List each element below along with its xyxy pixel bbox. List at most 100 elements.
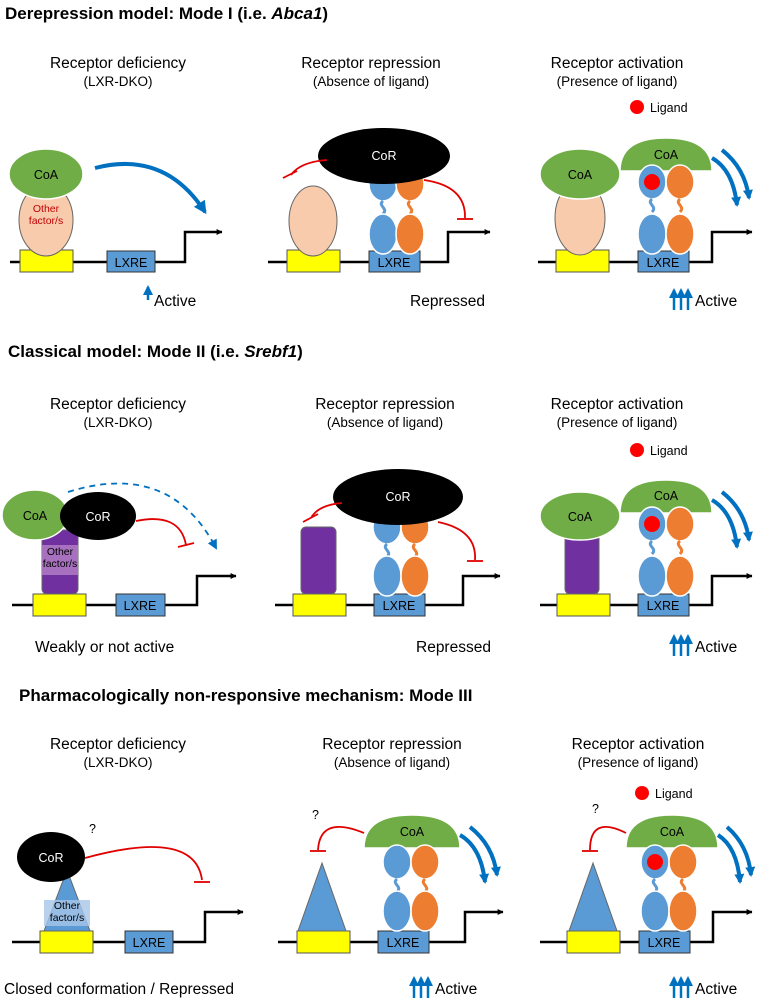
- panel-status: Repressed: [410, 293, 485, 310]
- repression-line: [423, 179, 466, 219]
- promoter-box: [292, 593, 347, 617]
- question-mark: ?: [312, 808, 319, 822]
- cor-label: CoR: [38, 851, 63, 865]
- other-factor-label-wrap: Other factor/s: [50, 900, 84, 924]
- activation-arrow: [94, 162, 207, 215]
- cor-corepressor: [60, 492, 136, 540]
- coa-label: CoA: [654, 489, 679, 503]
- lxre-label: LXRE: [124, 599, 157, 613]
- other-factor: [568, 861, 618, 932]
- rxr-receptor: [410, 844, 440, 932]
- panel-status: Active: [695, 293, 737, 310]
- activation-arrow: [720, 148, 753, 200]
- panel-subheading: (Absence of ligand): [327, 415, 443, 430]
- panel-heading: Receptor deficiency: [50, 396, 186, 413]
- ligand-legend-label: Ligand: [650, 101, 688, 115]
- cor-corepressor: [318, 128, 450, 184]
- panel-heading: Receptor repression: [322, 736, 462, 753]
- coa-coactivator: [539, 491, 621, 541]
- cor-corepressor: [333, 469, 463, 525]
- panel-subheading: (Absence of ligand): [313, 74, 429, 89]
- panel-1-deficiency: Receptor deficiency (LXR-DKO) LXRE CoA O…: [8, 55, 223, 310]
- other-factor: [288, 185, 338, 257]
- panel-status: Active: [435, 981, 477, 998]
- dna-line: [10, 229, 223, 264]
- bound-ligand: [644, 516, 660, 532]
- dna-line: [275, 573, 501, 607]
- lxre-label: LXRE: [378, 256, 411, 270]
- triple-up-arrow-icon: [409, 976, 433, 998]
- other-factor-highlight: [42, 545, 78, 575]
- panel-2-repression: Receptor repression (Absence of ligand) …: [275, 396, 501, 656]
- activation-arrow: [468, 825, 501, 877]
- panel-3-deficiency: Receptor deficiency (LXR-DKO) ? LXRE Oth…: [4, 736, 244, 998]
- dna-line: [268, 229, 491, 264]
- repression-line: [135, 518, 187, 546]
- coa-coactivator: [363, 814, 461, 849]
- cor-label: CoR: [85, 510, 110, 524]
- activation-arrow: [720, 490, 753, 542]
- dna-line: [12, 573, 237, 607]
- promoter-box: [556, 593, 611, 617]
- promoter-box: [566, 930, 621, 954]
- lxre-box: [373, 593, 426, 617]
- promoter-box: [32, 593, 87, 617]
- coa-label: CoA: [568, 168, 593, 182]
- panel-status: Repressed: [416, 639, 491, 656]
- panel-subheading: (LXR-DKO): [83, 74, 152, 89]
- lxre-label: LXRE: [115, 256, 148, 270]
- panel-1-repression: Receptor repression (Absence of ligand) …: [268, 55, 491, 310]
- dna-line: [540, 573, 753, 607]
- triple-up-arrow-icon: [669, 976, 693, 998]
- other-factor: [300, 526, 337, 595]
- panel-status: Closed conformation / Repressed: [4, 981, 234, 998]
- activation-arrow: [716, 833, 745, 884]
- panel-2-deficiency: Receptor deficiency (LXR-DKO) LXRE Other…: [1, 396, 237, 656]
- lxre-box: [637, 593, 690, 617]
- other-factor-label-wrap: Other factor/s: [43, 546, 77, 570]
- panel-3-activation: Receptor activation (Presence of ligand)…: [540, 736, 756, 998]
- promoter-box: [296, 930, 351, 954]
- repression-line: [317, 825, 365, 851]
- repression-bar: [302, 513, 319, 523]
- coa-label: CoA: [660, 825, 685, 839]
- ligand-legend-label: Ligand: [650, 444, 688, 458]
- other-factor-label: Other factor/s: [28, 203, 64, 227]
- repression-line: [84, 846, 203, 881]
- lxr-receptor: [640, 844, 670, 932]
- panel-heading: Receptor activation: [551, 55, 684, 72]
- coa-coactivator: [539, 148, 621, 200]
- panel-subheading: (Presence of ligand): [557, 415, 678, 430]
- panel-heading: Receptor activation: [572, 736, 705, 753]
- panel-heading: Receptor deficiency: [50, 55, 186, 72]
- coa-coactivator: [625, 814, 719, 849]
- lxre-label: LXRE: [647, 599, 680, 613]
- cor-label: CoR: [371, 149, 396, 163]
- triple-up-arrow-icon: [669, 288, 693, 310]
- lxre-box: [115, 593, 166, 617]
- coa-label: CoA: [654, 148, 679, 162]
- ligand-legend-dot: [630, 443, 644, 457]
- lxre-box: [368, 250, 421, 273]
- dna-line: [278, 909, 504, 944]
- panel-heading: Receptor repression: [315, 396, 455, 413]
- other-factor: [297, 861, 347, 932]
- coa-label: CoA: [400, 825, 425, 839]
- lxre-label: LXRE: [648, 936, 681, 950]
- repression-line: [437, 521, 476, 561]
- cor-corepressor: [17, 832, 85, 882]
- rxr-receptor: [665, 164, 695, 255]
- ligand-legend-dot: [630, 100, 644, 114]
- ligand-legend-label: Ligand: [655, 787, 693, 801]
- panel-status: Weakly or not active: [35, 639, 174, 656]
- panel-subheading: (LXR-DKO): [83, 415, 152, 430]
- cor-label: CoR: [385, 490, 410, 504]
- triple-up-arrow-icon: [669, 634, 693, 656]
- panel-heading: Receptor deficiency: [50, 736, 186, 753]
- panel-status: Active: [695, 981, 737, 998]
- lxre-box: [637, 250, 690, 273]
- panel-subheading: (Absence of ligand): [334, 755, 450, 770]
- lxre-label: LXRE: [387, 936, 420, 950]
- coa-coactivator: [8, 148, 84, 200]
